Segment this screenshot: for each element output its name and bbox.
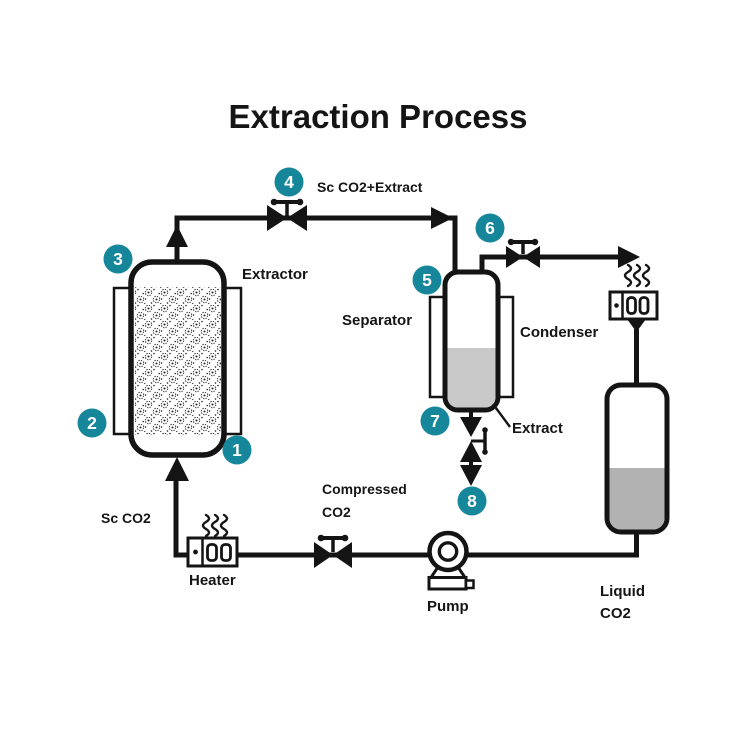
piping [165, 207, 640, 558]
extract-drain-valve [460, 408, 488, 486]
pipe-tank-to-extractor [173, 480, 639, 558]
heat-wave-icon [623, 263, 633, 288]
valve-handle-dot [270, 198, 278, 206]
compressed-co2-label-line2: CO2 [322, 504, 351, 520]
flow-arrow-down-drain [460, 417, 482, 437]
step-markers: 1 2 3 4 5 6 7 8 [77, 167, 505, 516]
liquid-co2-tank [604, 382, 670, 535]
valve-separator-vent [506, 238, 540, 268]
valve-handle-dot [341, 534, 349, 542]
extractor-unit [112, 259, 243, 458]
extract-stream-label: Extract [512, 420, 563, 437]
step-marker-5-number: 5 [422, 270, 432, 290]
valve-body-right [523, 246, 540, 268]
heater-slot [220, 543, 232, 562]
heater-slot [206, 543, 218, 562]
heater-dot [193, 549, 198, 555]
separator-unit [428, 269, 515, 413]
liquid-co2-label-line2: CO2 [600, 605, 631, 622]
heat-wave-icon [641, 263, 651, 288]
condenser-unit [608, 263, 659, 332]
step-marker-3-number: 3 [113, 249, 123, 269]
condenser-slot [638, 296, 650, 315]
extractor-packed-bed-texture [135, 287, 221, 435]
valve-body-bottom [460, 441, 482, 462]
page-title: Extraction Process [229, 98, 528, 135]
valve-body-left [314, 542, 333, 568]
separator-liquid [447, 348, 496, 408]
step-marker-5 [412, 265, 442, 295]
flow-arrow-down-outlet [460, 465, 482, 486]
valve-handle-dot [531, 238, 539, 246]
step-marker-2 [77, 408, 107, 438]
step-marker-1 [222, 435, 252, 465]
extractor-label: Extractor [242, 266, 308, 283]
labels: Extractor Separator Condenser Heater Pum… [101, 179, 645, 622]
valve-body-right [333, 542, 352, 568]
separator-label: Separator [342, 312, 412, 329]
step-marker-4-number: 4 [284, 172, 294, 192]
flow-arrow-up-extractor-outlet [166, 225, 188, 247]
step-marker-2-number: 2 [87, 413, 97, 433]
valve-handle-dot [482, 449, 488, 455]
heat-wave-icon [219, 513, 229, 538]
valve-compressed-co2 [314, 534, 352, 568]
valve-handle-dot [296, 198, 304, 206]
step-marker-6 [475, 213, 505, 243]
compressed-co2-label-line1: Compressed [322, 481, 407, 497]
heat-wave-icon [201, 513, 211, 538]
tank-liquid [609, 468, 665, 530]
condenser-outlet-cone [627, 319, 646, 332]
valve-body-right [287, 205, 307, 231]
pipe-separator-to-condenser [479, 254, 622, 272]
pump-label: Pump [427, 598, 469, 615]
pump-unit [427, 530, 475, 591]
heat-wave-icon [632, 263, 642, 288]
pump-impeller-eye [437, 541, 459, 562]
heater-unit [186, 513, 239, 568]
flow-arrow-up-extractor-inlet [165, 457, 189, 481]
condenser-dot [614, 303, 619, 308]
step-marker-7-number: 7 [430, 411, 440, 431]
step-marker-8 [457, 486, 487, 516]
valve-handle-dot [507, 238, 515, 246]
valve-sc-co2-extract [267, 198, 307, 231]
condenser-label: Condenser [520, 324, 599, 341]
heat-wave-icon [210, 513, 220, 538]
step-marker-8-number: 8 [467, 491, 477, 511]
valve-body-left [267, 205, 287, 231]
liquid-co2-label-line1: Liquid [600, 583, 645, 600]
step-marker-6-number: 6 [485, 218, 495, 238]
extract-pointer-line [492, 403, 511, 428]
sc-co2-stream-label: Sc CO2 [101, 510, 151, 526]
valve-handle-dot [482, 427, 488, 433]
valve-body-left [506, 246, 523, 268]
step-marker-3 [103, 244, 133, 274]
sc-co2-extract-stream-label: Sc CO2+Extract [317, 179, 423, 195]
heater-label: Heater [189, 572, 236, 589]
pump-base [427, 576, 468, 591]
step-marker-1-number: 1 [232, 440, 242, 460]
pump-base-nub [464, 579, 475, 590]
valve-handle-dot [317, 534, 325, 542]
flow-arrow-right-to-separator [431, 207, 453, 229]
condenser-slot [626, 296, 637, 315]
step-marker-4 [274, 167, 304, 197]
step-marker-7 [420, 406, 450, 436]
flow-arrow-right-to-condenser [618, 246, 640, 268]
